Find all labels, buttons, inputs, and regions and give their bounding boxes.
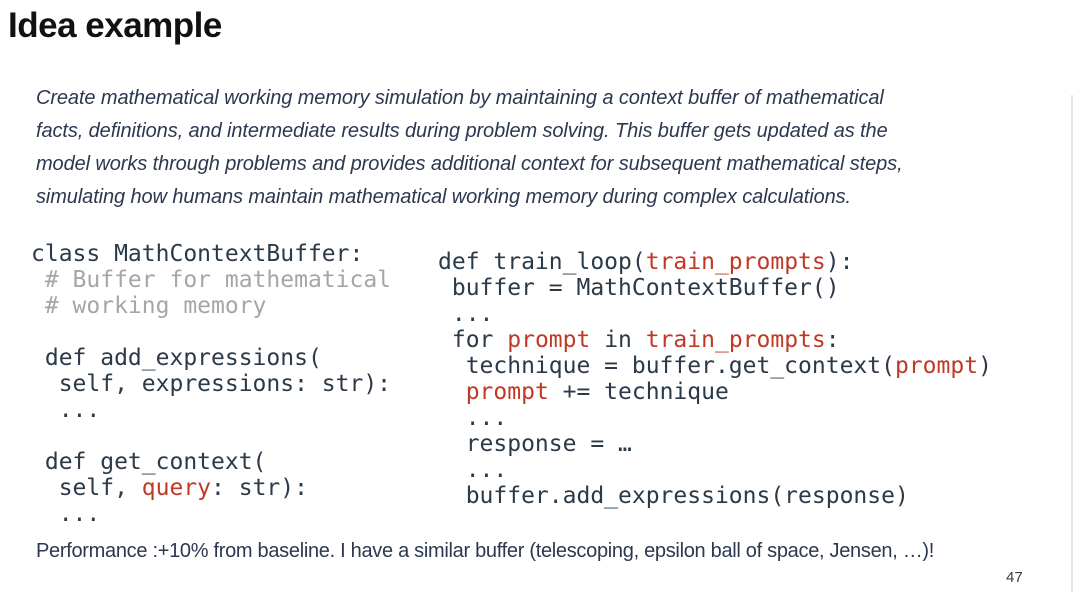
code-line: def train_loop(train_prompts): bbox=[438, 249, 854, 275]
code-line: prompt += technique bbox=[465, 379, 729, 405]
code-block-train-loop: def train_loop(train_prompts): buffer = … bbox=[438, 249, 992, 509]
code-line: ... bbox=[438, 405, 508, 431]
code-line: ... bbox=[31, 501, 101, 527]
code-block-class-definition: class MathContextBuffer: # Buffer for ma… bbox=[31, 241, 391, 527]
code-line: ... bbox=[31, 397, 101, 423]
code-line: buffer = MathContextBuffer() bbox=[438, 275, 840, 301]
code-line: response = … bbox=[438, 431, 632, 457]
code-line: # Buffer for mathematical bbox=[31, 267, 392, 293]
page-number: 47 bbox=[1006, 569, 1023, 586]
code-line: buffer.add_expressions(response) bbox=[438, 483, 909, 509]
intro-line: model works through problems and provide… bbox=[36, 153, 903, 175]
code-line: for prompt in train_prompts: bbox=[438, 327, 840, 353]
code-line: self, query: str): bbox=[31, 475, 308, 501]
slide-title: Idea example bbox=[8, 6, 222, 45]
intro-paragraph: Create mathematical working memory simul… bbox=[36, 82, 903, 214]
code-line: class MathContextBuffer: bbox=[31, 241, 364, 267]
code-line: self, expressions: str): bbox=[31, 371, 392, 397]
code-line: ... bbox=[438, 457, 508, 483]
code-line: ... bbox=[438, 301, 494, 327]
intro-line: Create mathematical working memory simul… bbox=[36, 87, 884, 109]
intro-line: simulating how humans maintain mathemati… bbox=[36, 186, 851, 208]
code-line: def add_expressions( bbox=[31, 345, 322, 371]
code-line bbox=[31, 423, 391, 449]
code-line: # working memory bbox=[31, 293, 267, 319]
performance-note: Performance :+10% from baseline. I have … bbox=[36, 540, 935, 562]
intro-line: facts, definitions, and intermediate res… bbox=[36, 120, 888, 142]
right-edge-divider bbox=[1071, 95, 1073, 592]
code-line: technique = buffer.get_context(prompt) bbox=[438, 353, 992, 379]
code-line bbox=[31, 319, 391, 345]
code-line: def get_context( bbox=[31, 449, 267, 475]
